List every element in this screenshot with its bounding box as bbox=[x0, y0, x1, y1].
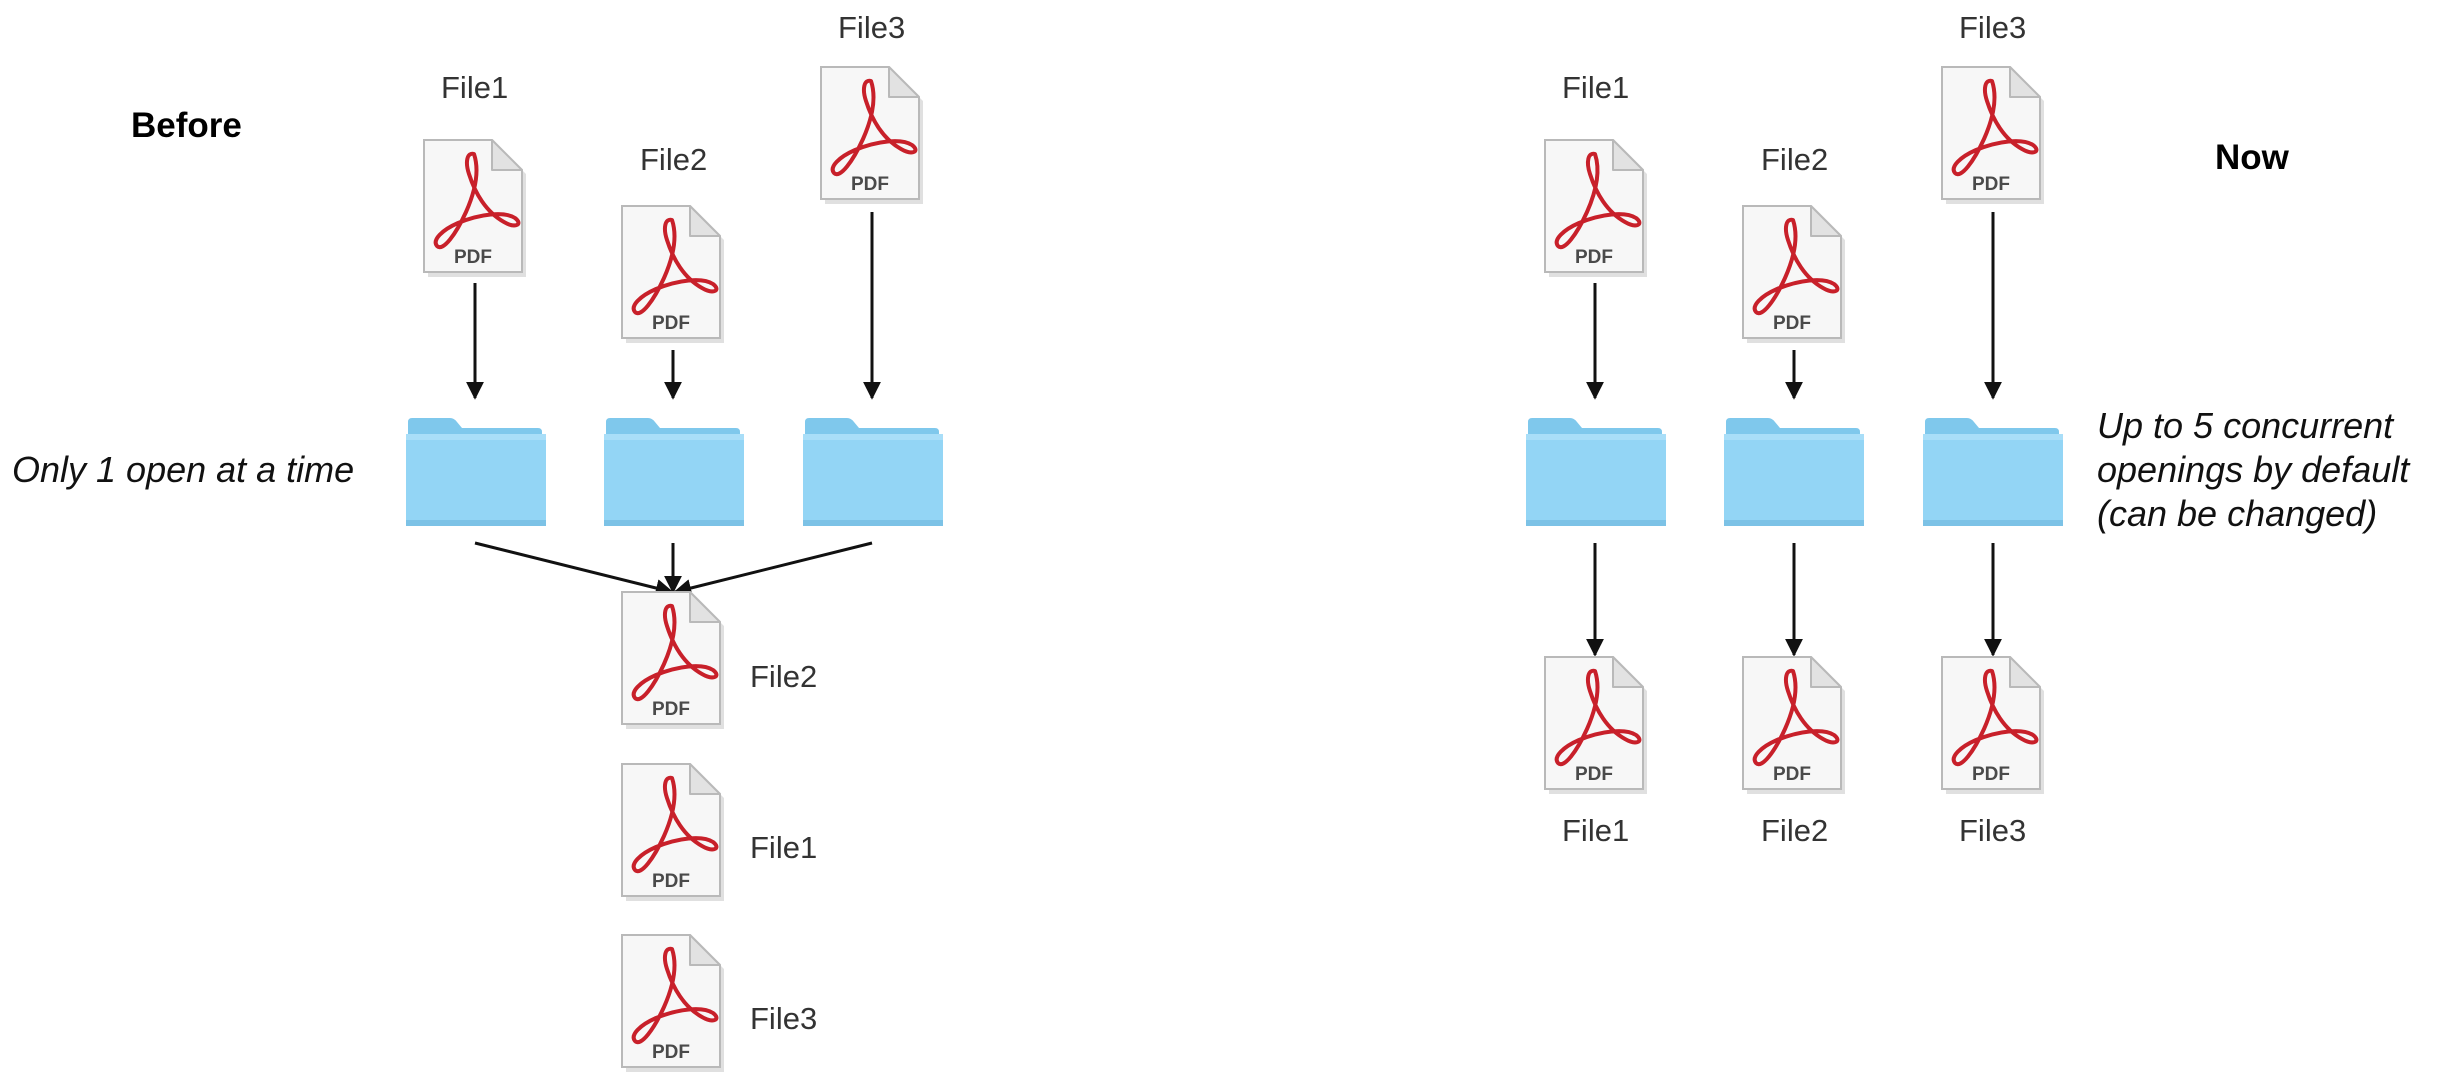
output-file-label: File1 bbox=[750, 830, 818, 865]
before-note: Only 1 open at a time bbox=[12, 449, 355, 490]
output-file-label: File2 bbox=[750, 659, 818, 694]
now-note: Up to 5 concurrent openings by default (… bbox=[2097, 404, 2409, 536]
before-heading: Before bbox=[131, 106, 242, 145]
pdf-file-icon bbox=[620, 590, 726, 731]
file-label: File3 bbox=[838, 10, 906, 45]
pdf-file-icon bbox=[620, 762, 726, 903]
file-label: File3 bbox=[1959, 10, 2027, 45]
folder-icon bbox=[803, 418, 943, 526]
file-label: File2 bbox=[1761, 142, 1829, 177]
file-label: File2 bbox=[640, 142, 708, 177]
folder-icon bbox=[1923, 418, 2063, 526]
pdf-file-icon bbox=[620, 204, 726, 345]
output-file-label: File3 bbox=[1959, 813, 2027, 848]
now-note-line: openings by default bbox=[2097, 449, 2410, 490]
folder-icon bbox=[1724, 418, 1864, 526]
file-label: File1 bbox=[1562, 70, 1630, 105]
pdf-file-icon bbox=[1940, 65, 2046, 206]
arrow bbox=[673, 541, 873, 597]
pdf-file-icon bbox=[1940, 655, 2046, 796]
now-note-line: (can be changed) bbox=[2097, 493, 2378, 534]
output-file-label: File1 bbox=[1562, 813, 1630, 848]
now-note-line: Up to 5 concurrent bbox=[2097, 405, 2394, 446]
pdf-file-icon bbox=[1543, 138, 1649, 279]
now-heading: Now bbox=[2215, 138, 2289, 177]
pdf-file-icon bbox=[1543, 655, 1649, 796]
arrow bbox=[474, 541, 674, 597]
folder-icon bbox=[406, 418, 546, 526]
folder-icon bbox=[604, 418, 744, 526]
pdf-file-icon bbox=[422, 138, 528, 279]
output-file-label: File2 bbox=[1761, 813, 1829, 848]
folder-icon bbox=[1526, 418, 1666, 526]
file-label: File1 bbox=[441, 70, 509, 105]
pdf-file-icon bbox=[620, 933, 726, 1074]
pdf-file-icon bbox=[819, 65, 925, 206]
pdf-file-icon bbox=[1741, 655, 1847, 796]
pdf-file-icon bbox=[1741, 204, 1847, 345]
output-file-label: File3 bbox=[750, 1001, 818, 1036]
